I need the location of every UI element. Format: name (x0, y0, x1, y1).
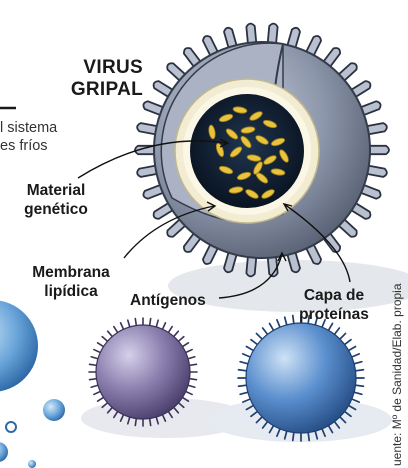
virus-purple (88, 317, 198, 427)
rna-segment (263, 155, 277, 165)
rna-segment (262, 119, 278, 129)
arrow-membrana (123, 205, 215, 259)
rna-segment (218, 165, 234, 175)
arrow-capa-head (282, 202, 293, 212)
arrow-capa (283, 203, 351, 283)
rna-segment (270, 168, 286, 176)
spike (245, 22, 258, 47)
rna-segment (249, 111, 263, 121)
rna-segment (228, 186, 244, 194)
capa-line-2: proteínas (299, 306, 369, 323)
label-capa-proteinas: Capa de proteínas (286, 286, 382, 324)
rna-segment (255, 135, 269, 145)
blue-cells (0, 300, 65, 468)
spike (266, 22, 279, 47)
spike (245, 253, 258, 278)
material-line-1: Material (26, 182, 86, 199)
title-line-2: GRIPAL (70, 79, 143, 100)
source-credit: uente: Mº de Sanidad/Elab. propia (390, 283, 404, 466)
arrow-material-head (219, 138, 230, 148)
membrana-line-1: Membrana (32, 264, 110, 281)
label-material-genetico: Material genético (2, 181, 110, 219)
rna-strands (208, 106, 289, 199)
rna-segment (240, 135, 252, 149)
cropped-text: l sistema es fríos (0, 119, 57, 155)
arrow-material (77, 140, 227, 179)
spike (366, 144, 390, 156)
rna-segment (279, 149, 289, 163)
rna-segment (236, 171, 252, 181)
rna-segment (270, 137, 286, 147)
rna-segment (261, 189, 275, 199)
rna-segment (225, 128, 239, 140)
arrow-antigenos (218, 253, 283, 299)
capa-line-1: Capa de (303, 287, 365, 304)
rna-segment (218, 113, 234, 123)
rna-segment (253, 161, 263, 175)
title-line-1: VIRUS (83, 57, 143, 78)
rna-segment (208, 124, 216, 140)
membrana-line-2: lipídica (44, 283, 98, 300)
rna-segment (229, 146, 243, 158)
rna-segment (232, 106, 248, 114)
pointer-arrows (77, 138, 351, 299)
rna-segment (245, 189, 259, 199)
genetic-core (190, 94, 304, 208)
arrow-antigenos-head (277, 251, 287, 262)
rna-segment (240, 126, 256, 134)
cropped-text-line-2: es fríos (0, 138, 48, 154)
material-line-2: genético (24, 201, 88, 218)
virus-blue (237, 314, 365, 442)
virus-title: VIRUS GRIPAL (62, 57, 143, 101)
rna-segment (246, 154, 262, 162)
arrow-membrana-head (206, 201, 217, 212)
label-membrana-lipidica: Membrana lipídica (22, 263, 120, 301)
rna-segment (215, 142, 225, 158)
virus-main (134, 22, 390, 278)
label-antigenos: Antígenos (130, 292, 206, 309)
spike (134, 144, 158, 156)
cropped-text-line-1: l sistema (0, 120, 58, 136)
